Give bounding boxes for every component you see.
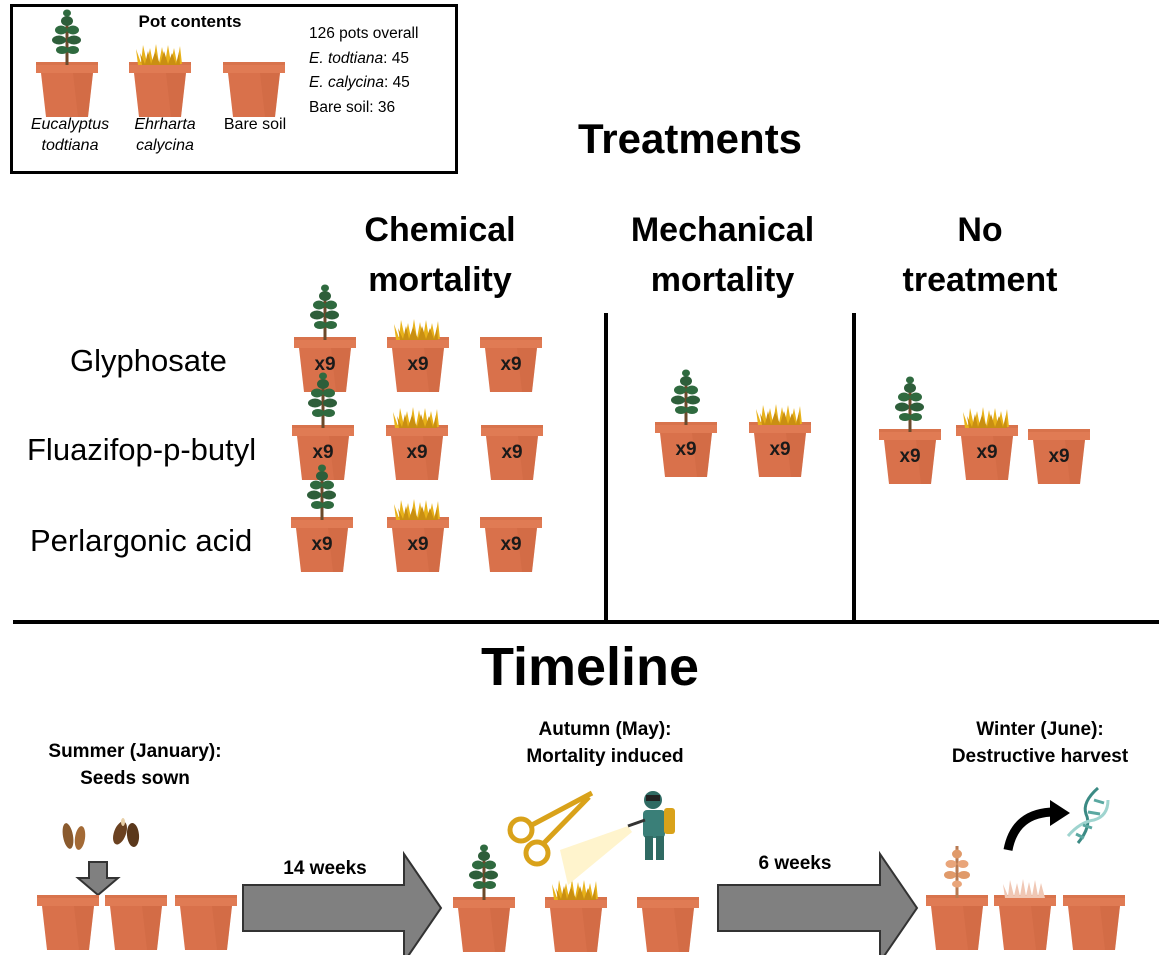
pot-count-label: x9 (675, 439, 696, 460)
seeds-icon (62, 818, 140, 850)
row-label-fluazifop: Fluazifop-p-butyl (27, 432, 257, 467)
stage-caption-summer: Summer (January):Seeds sown (48, 741, 222, 789)
pot-count-label: x9 (1048, 446, 1069, 467)
pot-count-label: x9 (407, 534, 428, 555)
pot-count-label: x9 (501, 442, 522, 463)
treatment-pot: x9 (481, 425, 543, 480)
stat-e-calycina: E. calycina: 45 (309, 74, 410, 91)
pot-count-label: x9 (899, 446, 920, 467)
legend-box (10, 4, 458, 174)
stat-bare-soil: Bare soil: 36 (309, 98, 396, 116)
pot-count-label: x9 (500, 534, 521, 555)
pot-count-label: x9 (769, 439, 790, 460)
scissors-icon (507, 790, 594, 867)
pot-icon (637, 897, 699, 952)
treatment-pot: x9 (292, 372, 354, 480)
row-label-perlargonic: Perlargonic acid (30, 523, 253, 558)
sprayer-person-icon (627, 791, 675, 860)
treatment-pot: x9 (749, 404, 811, 477)
dead-grass-icon (1003, 879, 1045, 898)
treatments-title: Treatments (577, 115, 803, 162)
pot-icon (994, 895, 1056, 950)
treatment-pot: x9 (291, 464, 353, 572)
treatment-pot: x9 (480, 337, 542, 392)
treatment-pot: x9 (655, 369, 717, 477)
divider-line (604, 313, 608, 620)
grass-icon (552, 879, 598, 900)
pot-icon (1063, 895, 1125, 950)
pot-count-label: x9 (406, 442, 427, 463)
pot-icon (453, 897, 515, 952)
treatment-pot: x9 (879, 376, 941, 484)
pot-count-label: x9 (312, 442, 333, 463)
stage-caption-winter: Winter (June):Destructive harvest (951, 719, 1129, 767)
treatment-pot: x9 (1028, 429, 1090, 484)
divider-line (852, 313, 856, 620)
pot-count-label: x9 (976, 442, 997, 463)
spray-cone (560, 826, 632, 885)
dna-icon (1066, 786, 1110, 844)
treatment-pot: x9 (386, 407, 448, 480)
legend-title: Pot contents (138, 12, 242, 31)
stat-e-todtiana: E. todtiana: 45 (309, 49, 409, 67)
down-arrow-icon (75, 861, 121, 897)
treatment-pot: x9 (956, 407, 1018, 480)
dead-tree-icon (944, 846, 970, 898)
pot-icon (105, 895, 167, 950)
treatment-pot: x9 (294, 284, 356, 392)
tree-icon (469, 844, 498, 900)
arrow-6-weeks (717, 850, 919, 955)
pot-icon (175, 895, 237, 950)
pot-icon (37, 895, 99, 950)
arrow-14-weeks (242, 850, 443, 955)
interval-label-6-weeks: 6 weeks (758, 853, 832, 874)
timeline-title: Timeline (480, 637, 700, 697)
pot-count-label: x9 (407, 354, 428, 375)
legend-caption-bare-soil: Bare soil (223, 116, 287, 133)
section-divider (13, 620, 1159, 624)
pot-icon (545, 897, 607, 952)
pot-icon (926, 895, 988, 950)
legend-stats: 126 pots overall E. todtiana: 45 E. caly… (309, 22, 418, 120)
pot-count-label: x9 (314, 354, 335, 375)
curved-arrow-icon (1003, 800, 1070, 852)
treatment-pot: x9 (480, 517, 542, 572)
stat-overall: 126 pots overall (309, 25, 419, 42)
pot-count-label: x9 (500, 354, 521, 375)
row-label-glyphosate: Glyphosate (70, 343, 227, 378)
stage-caption-autumn: Autumn (May):Mortality induced (526, 719, 684, 767)
treatment-pot: x9 (387, 319, 449, 392)
pot-count-label: x9 (311, 534, 332, 555)
interval-label-14-weeks: 14 weeks (283, 858, 367, 879)
treatment-pot: x9 (387, 499, 449, 572)
